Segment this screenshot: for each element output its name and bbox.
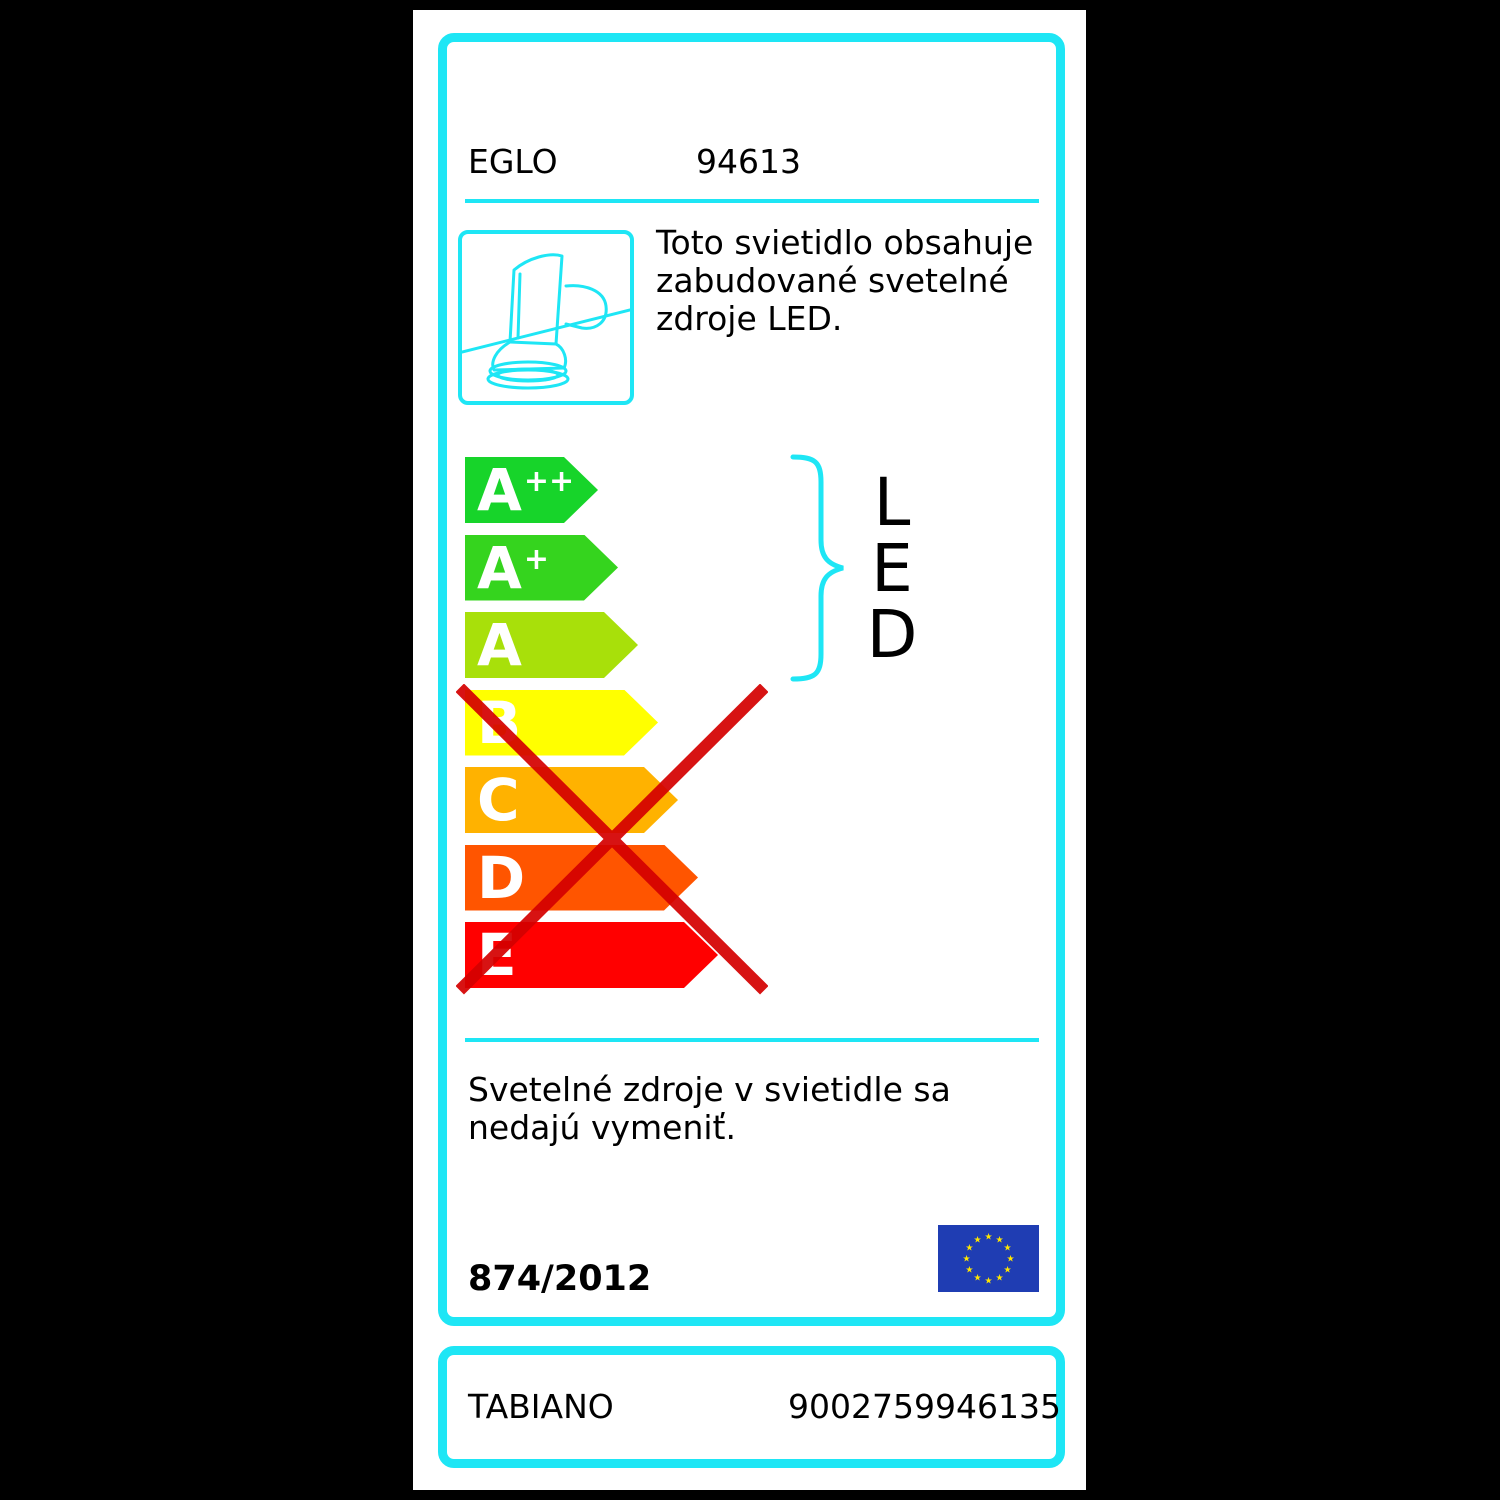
eu-star-icon: ★ <box>1006 1255 1014 1265</box>
energy-class-e: E <box>465 922 718 988</box>
main-label-frame <box>438 33 1065 1326</box>
eu-star-icon: ★ <box>965 1266 973 1276</box>
led-letter-e: E <box>871 530 913 607</box>
eu-star-icon: ★ <box>965 1244 973 1254</box>
eu-star-icon: ★ <box>962 1255 970 1265</box>
eu-star-icon: ★ <box>995 1235 1003 1245</box>
energy-class-a: A <box>465 612 638 678</box>
eu-flag-icon: ★★★★★★★★★★★★ <box>938 1225 1039 1292</box>
eu-star-icon: ★ <box>1004 1244 1012 1254</box>
brand-name: EGLO <box>468 142 558 181</box>
product-info-frame <box>438 1346 1065 1468</box>
divider-middle <box>465 1038 1039 1042</box>
eu-star-icon: ★ <box>973 1274 981 1284</box>
model-number: 94613 <box>696 142 801 181</box>
led-letter-l: L <box>873 464 911 541</box>
eu-star-icon: ★ <box>984 1277 992 1287</box>
divider-top <box>465 199 1039 203</box>
product-name: TABIANO <box>468 1387 614 1426</box>
led-letter-d: D <box>866 596 918 673</box>
replacement-note: Svetelné zdroje v svietidle sa nedajú vy… <box>468 1070 951 1147</box>
eu-star-icon: ★ <box>995 1274 1003 1284</box>
energy-class-b: B <box>465 690 658 756</box>
red-cross-icon <box>456 684 768 995</box>
spotlight-lamp-icon <box>458 230 634 405</box>
eu-star-icon: ★ <box>1004 1266 1012 1276</box>
led-built-in-description: Toto svietidlo obsahuje zabudované svete… <box>656 223 1034 338</box>
eu-star-icon: ★ <box>984 1233 992 1243</box>
energy-class-aplus: A+ <box>465 535 618 601</box>
eu-star-icon: ★ <box>973 1235 981 1245</box>
led-compatibility-bracket <box>790 454 844 682</box>
ean-barcode-number: 9002759946135 <box>788 1387 1061 1426</box>
regulation-number: 874/2012 <box>468 1259 652 1299</box>
